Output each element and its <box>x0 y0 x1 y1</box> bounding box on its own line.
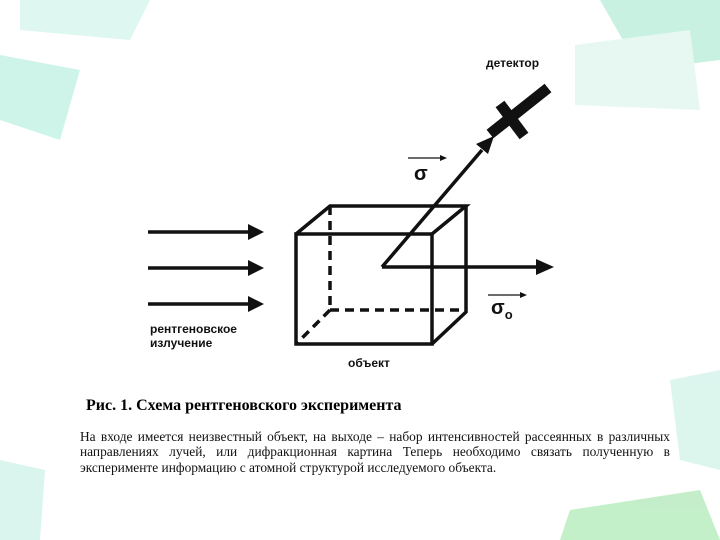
deco-panel-bottom-right <box>560 490 720 540</box>
scattered-ray <box>380 148 484 269</box>
sigma0-vector-arrowhead <box>520 292 527 298</box>
object-box-right <box>430 206 468 346</box>
deco-panel-left <box>0 55 80 140</box>
source-label-line2: излучение <box>150 336 213 350</box>
sigma0-subscript: о <box>504 307 513 322</box>
object-box-front <box>294 232 434 346</box>
sigma-vector-arrowhead <box>440 155 447 161</box>
deco-panel-top-left <box>20 0 150 40</box>
detector-bar <box>486 83 552 139</box>
object-box-top <box>294 204 471 236</box>
transmitted-arrowhead <box>536 259 554 275</box>
deco-panel-right-mid <box>670 370 720 470</box>
sigma0-symbol: σ <box>491 297 505 319</box>
detector-label: детектор <box>486 56 540 70</box>
object-label: объект <box>348 356 390 370</box>
incoming-arrowhead-3 <box>248 296 264 312</box>
diagram-background <box>143 47 573 377</box>
deco-panel-bottom-left <box>0 460 45 540</box>
description-paragraph: На входе имеется неизвестный объект, на … <box>80 429 670 475</box>
incoming-arrowhead-1 <box>248 224 264 240</box>
figure-caption: Рис. 1. Схема рентгеновского эксперимент… <box>86 397 402 414</box>
sigma0-label: σо <box>491 297 513 322</box>
object-hidden-edge-diagonal <box>294 308 332 346</box>
xray-diagram <box>148 83 554 346</box>
scattered-arrowhead <box>476 136 494 154</box>
incoming-arrowhead-2 <box>248 260 264 276</box>
sigma-label: σ <box>414 163 428 185</box>
deco-panel-right <box>575 30 700 110</box>
source-label-line1: рентгеновское <box>150 322 237 336</box>
source-label: рентгеновское излучение <box>150 322 237 350</box>
